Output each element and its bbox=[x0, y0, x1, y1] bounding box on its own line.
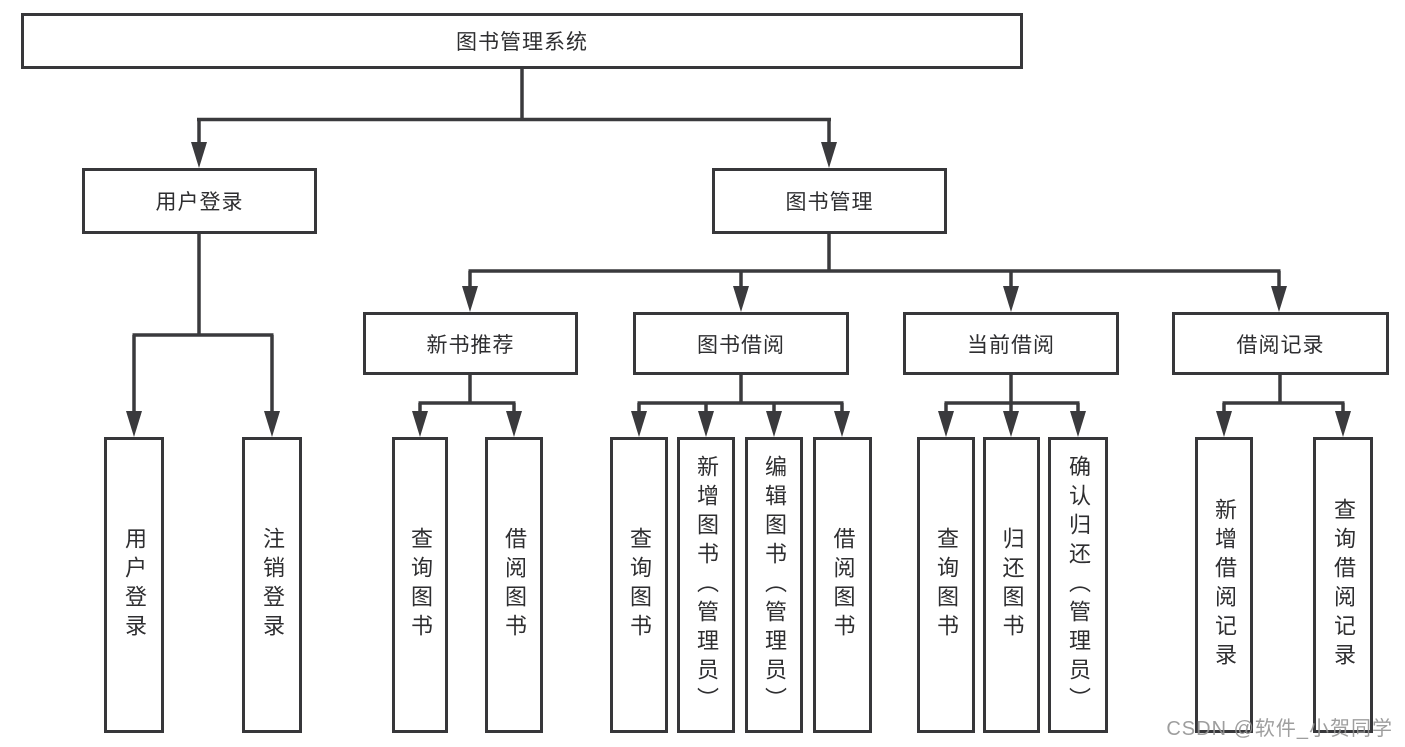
leaf-records-add-record-label: 新增借阅记录 bbox=[1212, 498, 1237, 672]
node-book-management: 图书管理 bbox=[712, 168, 947, 234]
node-user-login: 用户登录 bbox=[82, 168, 317, 234]
leaf-borrowing-add-books-admin: 新增图书（管理员） bbox=[677, 437, 735, 733]
leaf-user-login: 用户登录 bbox=[104, 437, 164, 733]
node-new-book-recommend-label: 新书推荐 bbox=[426, 333, 515, 357]
leaf-records-query-record: 查询借阅记录 bbox=[1313, 437, 1373, 733]
leaf-user-login-label: 用户登录 bbox=[122, 527, 147, 643]
leaf-borrowing-edit-books-admin-label: 编辑图书（管理员） bbox=[762, 454, 787, 716]
leaf-borrowing-borrow-books-label: 借阅图书 bbox=[830, 527, 856, 643]
node-current-borrowing-label: 当前借阅 bbox=[967, 333, 1055, 357]
node-user-login-label: 用户登录 bbox=[155, 191, 244, 214]
node-borrowing-records: 借阅记录 bbox=[1172, 312, 1389, 375]
node-book-borrowing-label: 图书借阅 bbox=[697, 333, 785, 357]
node-new-book-recommend: 新书推荐 bbox=[363, 312, 578, 375]
leaf-borrowing-query-books: 查询图书 bbox=[610, 437, 668, 733]
node-root-system: 图书管理系统 bbox=[21, 13, 1023, 69]
leaf-current-return-books: 归还图书 bbox=[983, 437, 1040, 733]
leaf-current-confirm-return-admin: 确认归还（管理员） bbox=[1048, 437, 1108, 733]
leaf-current-return-books-label: 归还图书 bbox=[999, 527, 1025, 643]
leaf-newbook-borrow-books: 借阅图书 bbox=[485, 437, 543, 733]
leaf-borrowing-borrow-books: 借阅图书 bbox=[813, 437, 872, 733]
leaf-borrowing-query-books-label: 查询图书 bbox=[627, 527, 652, 643]
leaf-records-add-record: 新增借阅记录 bbox=[1195, 437, 1253, 733]
node-book-borrowing: 图书借阅 bbox=[633, 312, 849, 375]
leaf-newbook-borrow-books-label: 借阅图书 bbox=[502, 527, 527, 643]
leaf-current-confirm-return-admin-label: 确认归还（管理员） bbox=[1066, 454, 1091, 716]
leaf-newbook-query-books: 查询图书 bbox=[392, 437, 448, 733]
leaf-records-query-record-label: 查询借阅记录 bbox=[1331, 498, 1356, 672]
leaf-newbook-query-books-label: 查询图书 bbox=[408, 527, 433, 643]
leaf-current-query-books-label: 查询图书 bbox=[934, 527, 959, 643]
leaf-logout-label: 注销登录 bbox=[260, 527, 285, 643]
leaf-current-query-books: 查询图书 bbox=[917, 437, 975, 733]
csdn-watermark: CSDN @软件_小贺同学 bbox=[1166, 718, 1393, 740]
node-borrowing-records-label: 借阅记录 bbox=[1236, 333, 1325, 357]
leaf-borrowing-add-books-admin-label: 新增图书（管理员） bbox=[694, 454, 719, 716]
node-root-system-label: 图书管理系统 bbox=[456, 31, 588, 54]
node-book-management-label: 图书管理 bbox=[785, 191, 874, 214]
leaf-logout: 注销登录 bbox=[242, 437, 302, 733]
leaf-borrowing-edit-books-admin: 编辑图书（管理员） bbox=[745, 437, 803, 733]
node-current-borrowing: 当前借阅 bbox=[903, 312, 1119, 375]
